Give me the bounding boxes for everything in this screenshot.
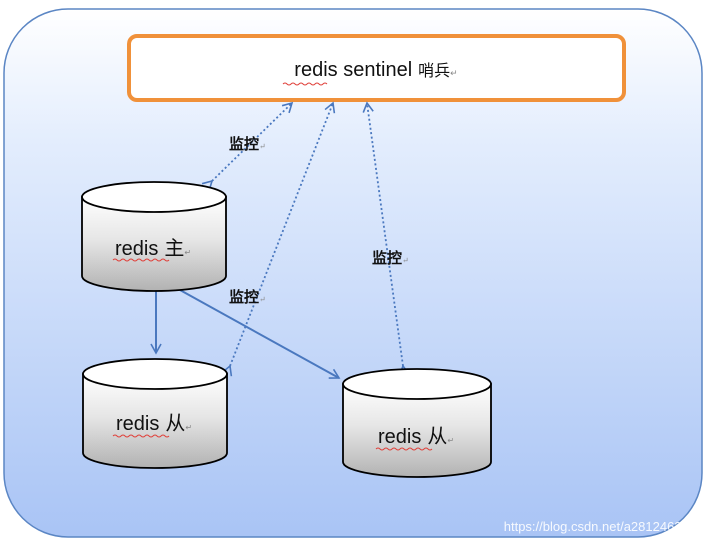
watermark: https://blog.csdn.net/a281246240 <box>504 519 696 534</box>
monitor-label-2: 监控↵ <box>372 249 409 267</box>
monitor-label-3: 监控↵ <box>229 288 266 306</box>
sentinel-box <box>127 34 626 102</box>
replication-arrow-slave2 <box>179 289 341 379</box>
monitor-arrow-slave1 <box>221 101 336 377</box>
monitor-arrow-slave2 <box>362 101 410 376</box>
monitor-label-1: 监控↵ <box>229 135 266 153</box>
spellcheck-underline <box>282 82 328 86</box>
